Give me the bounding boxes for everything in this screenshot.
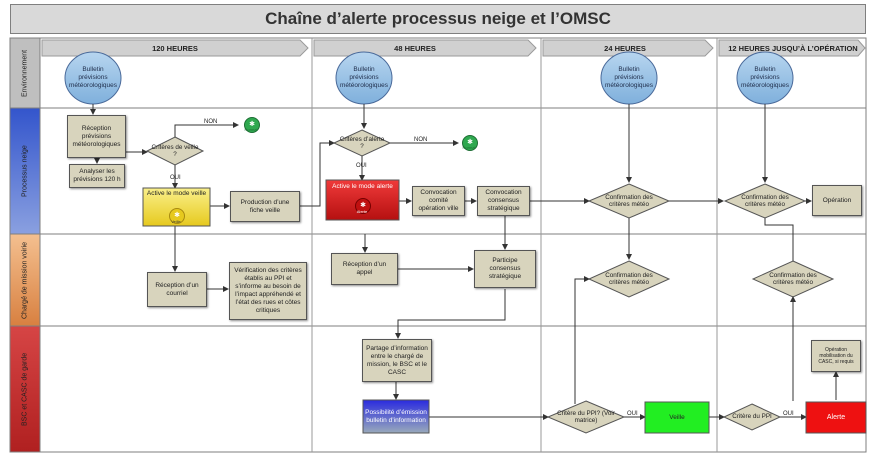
diamond-confirmation-1: Confirmation des critères météo xyxy=(605,193,653,209)
diamond-criteres-veille: Critères de veille ? xyxy=(151,143,199,159)
circle-bulletin-2: Bulletin prévisions météorologiques xyxy=(339,66,389,89)
diamond-confirmation-2: Confirmation des critères météo xyxy=(741,193,789,209)
label-oui-1: OUI xyxy=(170,175,181,181)
normal-icon-1: ✱ xyxy=(244,117,260,133)
lane-label-environment: Environnement xyxy=(21,49,29,97)
box-convocation-comite: Convocation comité opération ville xyxy=(412,186,465,216)
lane-label-bsc-casc: BSC et CASC de garde xyxy=(21,352,29,426)
box-reception-previsions: Réception prévisions météorologiques xyxy=(67,115,126,158)
diamond-confirmation-3: Confirmation des critères météo xyxy=(605,271,653,287)
diamond-confirmation-4: Confirmation des critères météo xyxy=(769,271,817,287)
label-oui-2: OUI xyxy=(356,163,367,169)
lane-label-charge-mission: Chargé de mission voirie xyxy=(21,241,29,319)
phase-12h: 12 HEURES JUSQU’À L’OPÉRATION xyxy=(728,44,858,53)
box-active-alerte: Active le mode alerte xyxy=(332,183,393,190)
alerte-icon: ✱ xyxy=(355,198,371,214)
diamond-criteres-alerte: Critères d’alerte ? xyxy=(339,135,385,151)
circle-bulletin-4: Bulletin prévisions météorologiques xyxy=(740,66,790,89)
diagram-title: Chaîne d’alerte processus neige et l’OMS… xyxy=(10,4,866,34)
label-oui-3: OUI xyxy=(627,411,638,417)
normal-icon-2: ✱ xyxy=(462,135,478,151)
phase-48h: 48 HEURES xyxy=(394,44,436,53)
box-alerte-red: Alerte xyxy=(826,413,846,421)
box-reception-appel: Réception d’un appel xyxy=(331,253,398,285)
box-operation: Opération xyxy=(812,185,862,216)
box-active-veille: Active le mode veille xyxy=(146,190,207,197)
lane-label-processus-neige: Processus neige xyxy=(21,145,29,197)
alerte-icon-label: Alerte xyxy=(356,209,368,214)
label-non-2: NON xyxy=(414,137,428,143)
veille-icon: ✱ xyxy=(169,208,185,224)
box-analyser-previsions: Analyser les prévisions 120 h xyxy=(69,164,125,188)
box-participe-consensus: Participe consensus stratégique xyxy=(474,250,536,288)
diamond-critere-ppi: Critère du PPI? (Voir matrice) xyxy=(557,409,615,425)
box-operation-mobilisation: Opération mobilisation du CASC, si requi… xyxy=(811,340,861,372)
box-possibilite-bulletin: Possibilité d’émission bulletin d’inform… xyxy=(365,408,427,424)
label-non-1: NON xyxy=(204,119,218,125)
label-oui-4: OUI xyxy=(783,411,794,417)
box-verification-criteres: Vérification des critères établis au PPI… xyxy=(229,262,307,320)
box-partage-information: Partage d’information entre le chargé de… xyxy=(362,339,432,382)
diamond-critere-ppi-2: Critère du PPI xyxy=(732,413,772,421)
phase-120h: 120 HEURES xyxy=(152,44,198,53)
box-convocation-consensus: Convocation consensus stratégique xyxy=(477,186,530,216)
box-production-fiche: Production d’une fiche veille xyxy=(230,191,300,222)
phase-24h: 24 HEURES xyxy=(604,44,646,53)
circle-bulletin-3: Bulletin prévisions météorologiques xyxy=(604,66,654,89)
normal-label-2: Normal xyxy=(462,145,476,150)
veille-icon-label: Veille xyxy=(171,219,181,224)
box-veille-green: Veille xyxy=(669,413,685,421)
normal-label-1: Normal xyxy=(244,127,258,132)
box-reception-courriel: Réception d’un courriel xyxy=(147,272,207,307)
circle-bulletin-1: Bulletin prévisions météorologiques xyxy=(68,66,118,89)
